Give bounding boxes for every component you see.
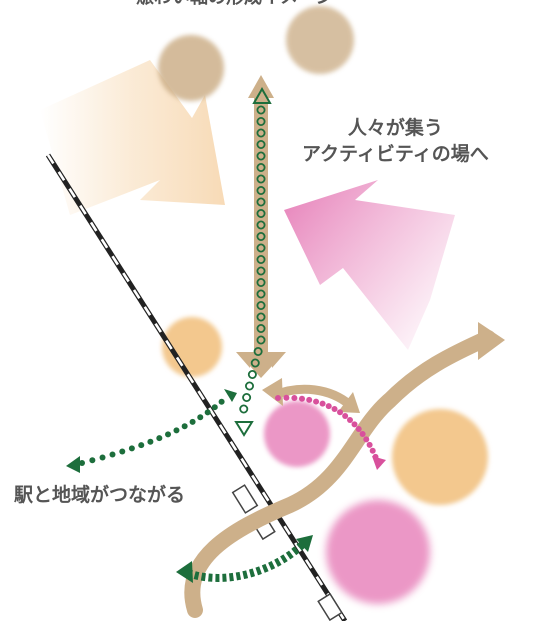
green-dot-mark	[211, 404, 218, 411]
pink-dot-mark	[366, 441, 373, 448]
pink-dot-mark	[369, 447, 376, 454]
green-arrowhead-left-end	[224, 389, 237, 402]
station-markers	[231, 484, 343, 621]
activity-label-line2: アクティビティの場へ	[302, 142, 489, 165]
green-circle-mark	[256, 254, 266, 264]
pink-dot-mark	[313, 398, 320, 405]
green-dot-mark	[189, 418, 196, 425]
green-circle-mark	[256, 139, 266, 149]
pink-activity-arrow	[284, 180, 455, 350]
green-circle-mark	[256, 174, 266, 184]
green-circle-mark	[256, 220, 266, 230]
green-circle-mark	[256, 162, 266, 172]
green-triangle-up	[252, 86, 272, 104]
pink-dot-mark	[346, 416, 353, 423]
peach-circle-right	[392, 409, 488, 505]
green-dot-mark	[109, 451, 116, 458]
green-circle-mark	[250, 358, 260, 368]
pink-dotted-path	[275, 394, 379, 460]
pink-circle-small	[264, 401, 330, 467]
pink-dot-mark	[331, 406, 338, 413]
pink-dot-mark	[325, 403, 332, 410]
green-triangle-down	[234, 421, 254, 437]
pink-dot-mark	[275, 395, 281, 401]
green-dot-mark	[173, 427, 180, 434]
station-connect-label: 駅と地域がつながる	[14, 484, 186, 506]
green-circle-mark	[256, 323, 266, 333]
activity-label: 人々が集う アクティビティの場へ	[302, 116, 489, 167]
green-circle-mark	[244, 381, 254, 391]
green-circle-mark	[256, 335, 266, 345]
green-circle-mark	[256, 312, 266, 322]
green-circle-mark	[256, 105, 266, 115]
pink-dot-mark	[283, 394, 290, 401]
green-dotted-arrow-left	[79, 398, 225, 466]
pink-dot-mark	[359, 431, 366, 438]
green-circle-mark	[247, 369, 257, 379]
green-circle-mark	[256, 117, 266, 127]
green-arrowhead-left	[66, 456, 80, 473]
activity-label-line1: 人々が集う	[347, 117, 443, 139]
green-dot-mark	[119, 448, 126, 455]
green-dot-mark	[204, 409, 211, 416]
green-circle-mark	[256, 197, 266, 207]
green-circle-mark	[256, 243, 266, 253]
green-circle-mark	[256, 289, 266, 299]
green-dot-mark	[89, 457, 96, 464]
tan-curve-path	[184, 322, 505, 618]
pink-arrowhead	[372, 456, 386, 470]
green-circle-mark	[253, 346, 263, 356]
green-circle-mark	[256, 128, 266, 138]
green-circle-mark	[242, 392, 252, 402]
pink-circle-large	[326, 500, 430, 604]
green-circle-mark	[256, 300, 266, 310]
pink-dot-mark	[355, 426, 362, 433]
green-dot-mark	[79, 460, 85, 466]
railway-line	[45, 153, 348, 621]
green-dot-mark	[128, 445, 135, 452]
tan-circle-top-left	[158, 35, 224, 101]
green-circle-mark	[239, 404, 249, 414]
green-dot-mark	[138, 442, 145, 449]
pink-dot-mark	[351, 421, 358, 428]
green-dashed-arc	[176, 535, 313, 583]
green-circle-mark	[256, 231, 266, 241]
green-dot-mark	[156, 435, 163, 442]
pink-dot-mark	[291, 395, 298, 402]
green-dot-mark	[147, 438, 154, 445]
green-circle-mark	[256, 208, 266, 218]
pink-dot-mark	[363, 436, 370, 443]
green-dot-mark	[181, 423, 188, 430]
pink-dot-mark	[306, 396, 313, 403]
green-circle-mark	[256, 151, 266, 161]
green-dot-mark	[218, 398, 225, 405]
green-circle-mark	[256, 266, 266, 276]
green-circle-mark	[256, 185, 266, 195]
top-partial-title: ・賑わい軸の形成イメージ	[118, 0, 334, 10]
pink-dot-mark	[342, 412, 349, 419]
pink-dot-mark	[298, 395, 305, 402]
green-dot-mark	[165, 431, 172, 438]
green-circle-mark	[256, 277, 266, 287]
pink-dot-mark	[337, 409, 344, 416]
green-dot-mark	[99, 454, 106, 461]
green-circle-chain	[239, 105, 266, 414]
green-dot-mark	[197, 414, 204, 421]
faded-peach-arrow	[40, 60, 225, 215]
tan-circle-top	[286, 6, 354, 74]
pink-dot-mark	[319, 400, 326, 407]
